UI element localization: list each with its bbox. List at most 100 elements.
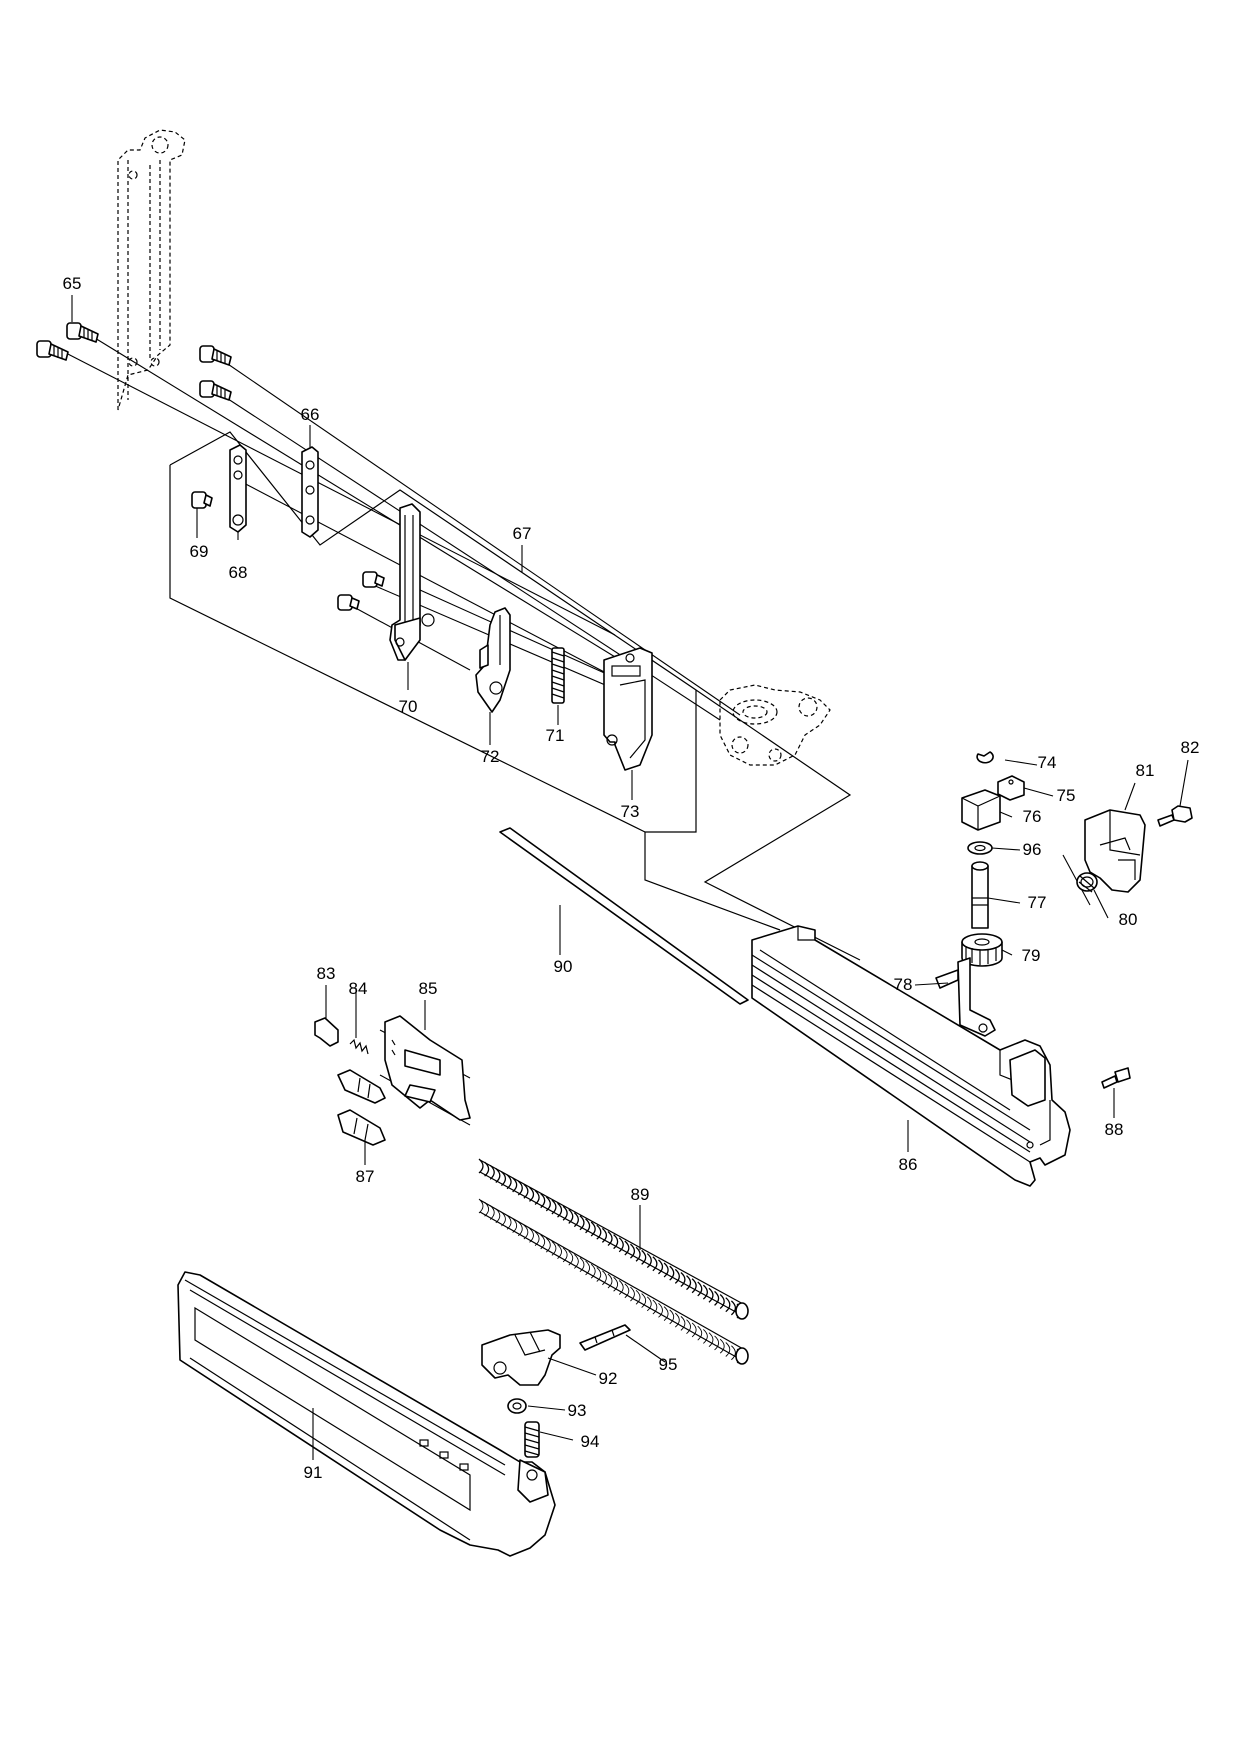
part-72-blade[interactable] bbox=[475, 607, 511, 713]
spring-coil bbox=[596, 1224, 602, 1240]
spring-coil bbox=[663, 1306, 669, 1321]
part-76-bracket[interactable] bbox=[961, 789, 1001, 831]
part-91-cover[interactable] bbox=[177, 1271, 556, 1557]
spring-coil bbox=[517, 1221, 523, 1237]
spring-coil bbox=[731, 1345, 736, 1361]
part-84-spring[interactable] bbox=[349, 1038, 369, 1055]
spring-coil bbox=[618, 1280, 624, 1295]
part-68-plate[interactable] bbox=[229, 444, 247, 533]
spring-coil bbox=[579, 1257, 585, 1273]
callout-labels: 65 66 67 68 69 70 71 72 73 74 75 76 77 7… bbox=[63, 274, 1200, 1482]
spring-coil bbox=[697, 1281, 703, 1297]
spring-coil bbox=[607, 1273, 613, 1289]
spring-coil bbox=[590, 1263, 596, 1279]
spring-coil bbox=[568, 1208, 574, 1224]
spring-coil bbox=[663, 1262, 669, 1278]
spring-coil bbox=[686, 1319, 691, 1334]
spring-coil bbox=[674, 1268, 680, 1284]
spring-coil bbox=[523, 1183, 529, 1199]
ghost-frame-outline bbox=[117, 129, 186, 411]
spring-coil bbox=[557, 1244, 562, 1259]
spring-coil bbox=[641, 1293, 647, 1308]
part-66-screws[interactable] bbox=[199, 345, 232, 401]
part-88-screw[interactable] bbox=[1101, 1067, 1131, 1089]
part-93-washer[interactable] bbox=[507, 1398, 527, 1414]
label-96: 96 bbox=[1023, 840, 1042, 859]
part-96-washer[interactable] bbox=[967, 841, 993, 855]
spring-coil bbox=[517, 1180, 523, 1196]
spring-coil bbox=[529, 1228, 534, 1243]
spring-coil bbox=[562, 1247, 568, 1263]
label-81: 81 bbox=[1136, 761, 1155, 780]
spring-coil bbox=[523, 1224, 529, 1240]
part-79-gear[interactable] bbox=[961, 933, 1003, 967]
label-82: 82 bbox=[1181, 738, 1200, 757]
part-82-screw[interactable] bbox=[1157, 805, 1193, 827]
label-79: 79 bbox=[1022, 946, 1041, 965]
spring-coil bbox=[714, 1290, 720, 1306]
label-68: 68 bbox=[229, 563, 248, 582]
part-74-ering[interactable] bbox=[976, 751, 994, 764]
spring-coil bbox=[489, 1164, 495, 1180]
spring-coil bbox=[652, 1299, 658, 1315]
spring-coil bbox=[624, 1240, 630, 1256]
part-80-spring[interactable] bbox=[1076, 872, 1098, 893]
label-85: 85 bbox=[419, 979, 438, 998]
part-85-plate[interactable] bbox=[384, 1015, 471, 1121]
label-74: 74 bbox=[1038, 753, 1057, 772]
spring-coil bbox=[725, 1342, 731, 1357]
spring-coil bbox=[596, 1267, 602, 1282]
spring-coil bbox=[590, 1221, 596, 1237]
part-90-strip[interactable] bbox=[499, 827, 749, 1005]
label-69: 69 bbox=[190, 542, 209, 561]
label-83: 83 bbox=[317, 964, 336, 983]
spring-coil bbox=[669, 1265, 675, 1281]
spring-coil bbox=[495, 1167, 501, 1183]
part-94-spring[interactable] bbox=[524, 1421, 540, 1458]
part-92-latch[interactable] bbox=[481, 1329, 561, 1386]
part-70-blade[interactable] bbox=[337, 503, 435, 661]
part-87-pins[interactable] bbox=[337, 1069, 386, 1146]
spring-coil bbox=[546, 1237, 551, 1253]
spring-coil bbox=[529, 1186, 535, 1202]
spring-coil bbox=[585, 1260, 591, 1276]
label-89: 89 bbox=[631, 1185, 650, 1204]
spring-coil bbox=[585, 1218, 591, 1234]
spring-coil bbox=[501, 1211, 506, 1227]
part-83-clip[interactable] bbox=[314, 1017, 339, 1047]
spring-coil bbox=[601, 1227, 608, 1243]
part-71-spring[interactable] bbox=[551, 647, 565, 704]
spring-coil bbox=[658, 1259, 664, 1275]
spring-coil bbox=[613, 1276, 619, 1292]
label-77: 77 bbox=[1028, 893, 1047, 912]
part-95-pin[interactable] bbox=[579, 1324, 631, 1351]
spring-coil bbox=[574, 1254, 579, 1269]
spring-coil bbox=[680, 1316, 686, 1331]
label-67: 67 bbox=[513, 524, 532, 543]
spring-coil bbox=[702, 1284, 708, 1300]
part-69-screw[interactable] bbox=[191, 491, 213, 509]
label-90: 90 bbox=[554, 957, 573, 976]
part-81-cover[interactable] bbox=[1084, 809, 1146, 893]
spring-coil bbox=[613, 1234, 619, 1250]
spring-coil bbox=[557, 1202, 563, 1218]
spring-coil bbox=[641, 1249, 647, 1265]
part-73-plate[interactable] bbox=[603, 647, 653, 771]
label-84: 84 bbox=[349, 979, 368, 998]
ghost-housing-outline bbox=[719, 684, 831, 766]
spring-coil bbox=[607, 1231, 613, 1246]
spring-coil bbox=[714, 1335, 720, 1351]
part-86-magazine[interactable] bbox=[751, 925, 1071, 1187]
part-89-springs[interactable] bbox=[478, 1158, 749, 1365]
spring-coil bbox=[624, 1283, 630, 1299]
spring-coil bbox=[568, 1250, 574, 1266]
label-73: 73 bbox=[621, 802, 640, 821]
part-77-shaft[interactable] bbox=[971, 861, 989, 929]
part-66-plate[interactable] bbox=[301, 446, 319, 538]
spring-coil bbox=[484, 1201, 490, 1217]
spring-coil bbox=[506, 1214, 512, 1230]
spring-coil bbox=[686, 1275, 692, 1291]
label-93: 93 bbox=[568, 1401, 587, 1420]
part-75-block[interactable] bbox=[997, 775, 1025, 801]
part-65-screws[interactable] bbox=[36, 322, 99, 361]
